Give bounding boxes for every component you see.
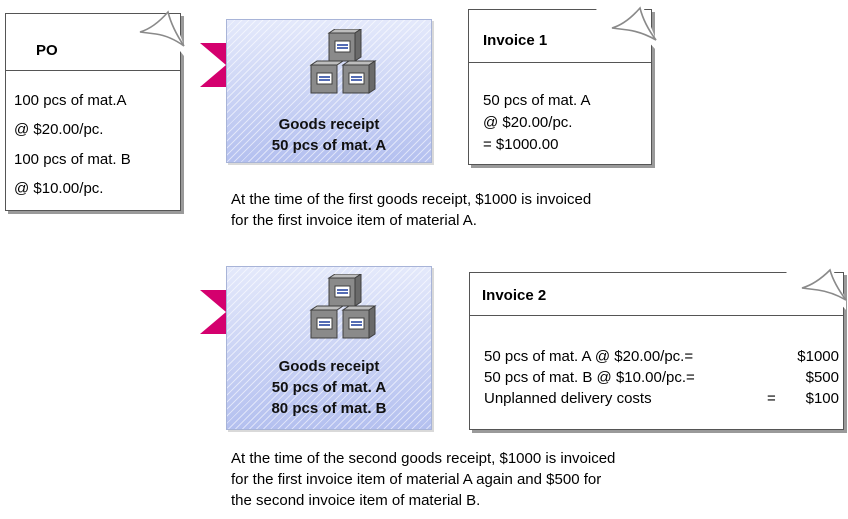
po-line: 100 pcs of mat.A [14, 92, 127, 109]
goods-receipt-1-label: Goods receipt [278, 116, 380, 133]
caption-2-line: for the first invoice item of material A… [231, 471, 602, 488]
page-curl-icon [122, 10, 185, 56]
goods-receipt-2-qty-b: 80 pcs of mat. B [271, 400, 387, 417]
page-curl-icon [596, 6, 657, 50]
po-document: PO 100 pcs of mat.A @ $20.00/pc. 100 pcs… [5, 13, 181, 211]
caption-1-line: At the time of the first goods receipt, … [231, 191, 592, 208]
goods-receipt-2-box: Goods receipt 50 pcs of mat. A 80 pcs of… [226, 266, 432, 430]
invoice-2-row-text: 50 pcs of mat. A @ $20.00/pc.= [484, 348, 694, 365]
goods-receipt-2-qty-a: 50 pcs of mat. A [271, 379, 387, 396]
invoice-2-row-amount: $100 [805, 390, 839, 407]
invoice-2-title: Invoice 2 [482, 287, 547, 304]
po-title: PO [36, 42, 58, 59]
po-header: PO [6, 14, 180, 71]
invoice-2-row-amount: $500 [805, 369, 839, 386]
goods-receipt-1-qty: 50 pcs of mat. A [271, 137, 387, 154]
goods-receipt-2-label: Goods receipt [278, 358, 380, 375]
invoice-2-header: Invoice 2 [470, 273, 843, 316]
caption-2-line: At the time of the second goods receipt,… [231, 450, 616, 467]
goods-receipt-1-box: Goods receipt 50 pcs of mat. A [226, 19, 432, 163]
po-line: @ $10.00/pc. [14, 180, 104, 197]
goods-crates-icon [309, 274, 377, 339]
caption-1-line: for the first invoice item of material A… [231, 212, 477, 229]
invoice-2-row-text: 50 pcs of mat. B @ $10.00/pc.= [484, 369, 695, 386]
invoice-1-line: @ $20.00/pc. [483, 114, 573, 131]
invoice-1-document: Invoice 1 50 pcs of mat. A @ $20.00/pc. … [468, 9, 652, 165]
caption-2: At the time of the second goods receipt,… [231, 448, 615, 511]
invoice-1-title: Invoice 1 [483, 32, 548, 49]
po-line: @ $20.00/pc. [14, 121, 104, 138]
invoice-2-row-amount: $1000 [797, 348, 839, 365]
caption-2-line: the second invoice item of material B. [231, 492, 481, 509]
po-line: 100 pcs of mat. B [14, 151, 131, 168]
invoice-2-document: Invoice 2 50 pcs of mat. A @ $20.00/pc.=… [469, 272, 844, 430]
invoice-2-row-text: Unplanned delivery costs [484, 390, 652, 407]
invoice-1-line: = $1000.00 [483, 136, 559, 153]
invoice-1-header: Invoice 1 [469, 10, 651, 63]
invoice-2-row-op: = [767, 390, 776, 407]
caption-1: At the time of the first goods receipt, … [231, 189, 591, 231]
page-curl-icon [786, 268, 847, 310]
goods-crates-icon [309, 29, 377, 94]
invoice-1-line: 50 pcs of mat. A [483, 92, 591, 109]
